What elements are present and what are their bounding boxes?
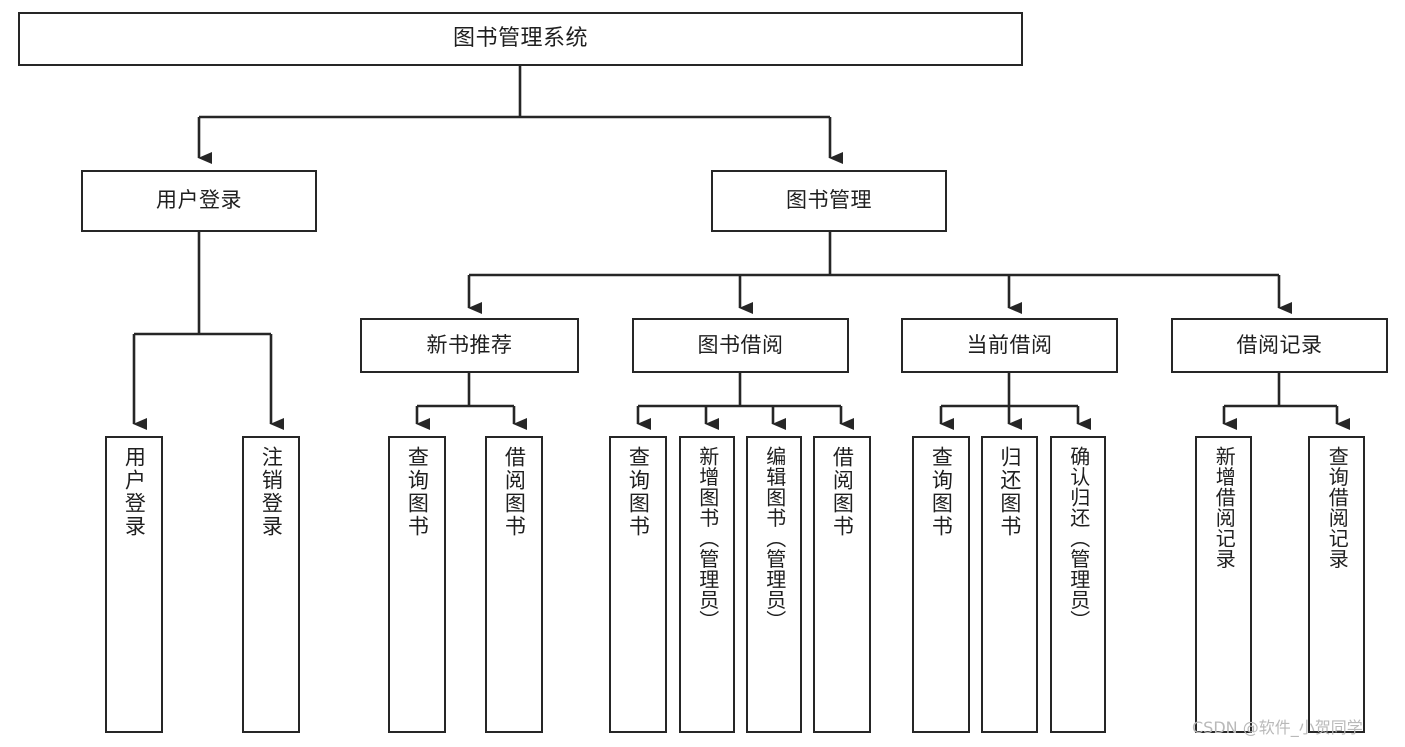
node-leaf-return-book-label: 归还图书 <box>997 446 1022 538</box>
node-user-login[interactable]: 用户登录 <box>81 170 317 232</box>
node-leaf-edit-book-label: 编辑图书（管理员） <box>762 446 787 631</box>
node-borrow-record-label: 借阅记录 <box>1236 332 1323 357</box>
node-leaf-borrow-book-2-label: 借阅图书 <box>830 446 855 538</box>
node-new-book-rec[interactable]: 新书推荐 <box>360 318 579 373</box>
node-leaf-borrow-book-1-label: 借阅图书 <box>502 446 527 538</box>
node-borrow-record[interactable]: 借阅记录 <box>1171 318 1388 373</box>
node-leaf-query-book-1[interactable]: 查询图书 <box>388 436 446 733</box>
node-leaf-logout-login-label: 注销登录 <box>259 446 284 538</box>
node-leaf-query-book-3-label: 查询图书 <box>929 446 954 538</box>
node-leaf-edit-book[interactable]: 编辑图书（管理员） <box>746 436 802 733</box>
node-book-manage-label: 图书管理 <box>786 188 872 213</box>
node-leaf-query-record[interactable]: 查询借阅记录 <box>1308 436 1365 733</box>
node-leaf-query-book-2-label: 查询图书 <box>626 446 651 538</box>
node-book-borrow-label: 图书借阅 <box>697 332 784 357</box>
node-leaf-query-book-3[interactable]: 查询图书 <box>912 436 970 733</box>
node-book-manage[interactable]: 图书管理 <box>711 170 947 232</box>
node-root-label: 图书管理系统 <box>452 25 588 51</box>
node-leaf-logout-login[interactable]: 注销登录 <box>242 436 300 733</box>
node-leaf-add-record[interactable]: 新增借阅记录 <box>1195 436 1252 733</box>
node-user-login-label: 用户登录 <box>156 188 242 213</box>
node-new-book-rec-label: 新书推荐 <box>426 332 513 357</box>
node-leaf-query-book-2[interactable]: 查询图书 <box>609 436 667 733</box>
node-leaf-return-book[interactable]: 归还图书 <box>981 436 1038 733</box>
node-leaf-add-book[interactable]: 新增图书（管理员） <box>679 436 735 733</box>
node-leaf-user-login-label: 用户登录 <box>122 446 147 538</box>
node-root[interactable]: 图书管理系统 <box>18 12 1023 66</box>
node-leaf-query-record-label: 查询借阅记录 <box>1325 446 1350 569</box>
node-leaf-add-record-label: 新增借阅记录 <box>1212 446 1237 569</box>
node-leaf-confirm-return[interactable]: 确认归还（管理员） <box>1050 436 1106 733</box>
node-leaf-borrow-book-2[interactable]: 借阅图书 <box>813 436 871 733</box>
node-leaf-query-book-1-label: 查询图书 <box>405 446 430 538</box>
node-current-borrow-label: 当前借阅 <box>966 332 1053 357</box>
node-leaf-confirm-return-label: 确认归还（管理员） <box>1066 446 1091 631</box>
node-current-borrow[interactable]: 当前借阅 <box>901 318 1118 373</box>
node-leaf-borrow-book-1[interactable]: 借阅图书 <box>485 436 543 733</box>
node-book-borrow[interactable]: 图书借阅 <box>632 318 849 373</box>
csdn-watermark: CSDN @软件_小贺同学 <box>1192 718 1363 737</box>
node-leaf-user-login[interactable]: 用户登录 <box>105 436 163 733</box>
node-leaf-add-book-label: 新增图书（管理员） <box>695 446 720 631</box>
